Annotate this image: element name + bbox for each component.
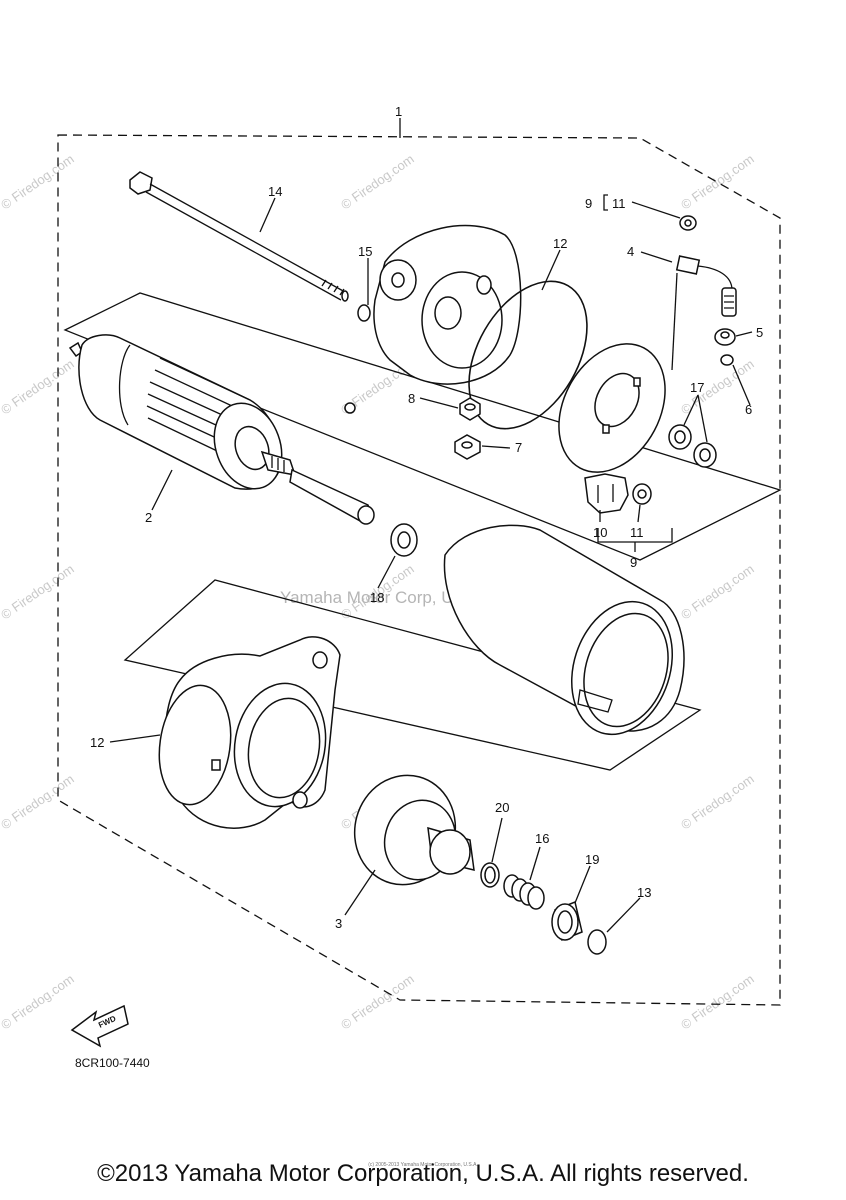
callout-11-top: 11 <box>612 196 626 211</box>
callout-9-top: 9 <box>585 196 592 211</box>
yoke-plane <box>123 579 702 771</box>
ring-20-hole <box>484 866 496 884</box>
watermark-text: © Firedog.com <box>0 356 77 417</box>
through-bolt <box>129 171 349 302</box>
yoke-housing <box>443 524 685 736</box>
watermark-text: © Firedog.com <box>678 561 757 622</box>
leader-lines <box>109 197 753 933</box>
copyright-notice: ©2013 Yamaha Motor Corporation, U.S.A. A… <box>97 1160 749 1187</box>
diagram-code: 8CR100-7440 <box>75 1056 150 1070</box>
fwd-arrow-icon: FWD <box>70 1004 129 1048</box>
washer-5-hole <box>720 331 730 339</box>
callout-20: 20 <box>495 800 509 815</box>
rear-cover <box>373 224 522 385</box>
callout-2: 2 <box>145 510 152 525</box>
washer-17b-hole <box>699 448 711 462</box>
callout-3: 3 <box>335 916 342 931</box>
washer-17a-hole <box>674 430 686 444</box>
callout-5: 5 <box>756 325 763 340</box>
armature <box>68 334 375 525</box>
armature-plane <box>63 292 782 561</box>
front-cover <box>158 636 341 829</box>
callout-11-bottom: 11 <box>630 525 644 540</box>
callout-18: 18 <box>370 590 384 605</box>
assembly-boundary <box>57 134 781 1006</box>
watermark-text: © Firedog.com <box>0 971 77 1032</box>
callout-9-bottom: 9 <box>630 555 637 570</box>
nut-7 <box>454 434 481 460</box>
center-watermark: Yamaha Motor Corp, U.S.A. <box>280 588 490 607</box>
tiny-notice: (c) 2005-2013 Yamaha Motor Corporation, … <box>368 1162 478 1168</box>
callout-6: 6 <box>745 402 752 417</box>
watermark-text: © Firedog.com <box>0 151 77 212</box>
callout-12-top: 12 <box>553 236 567 251</box>
o-ring-6 <box>720 354 734 366</box>
brush-holder <box>584 473 652 514</box>
callout-10: 10 <box>593 525 607 540</box>
washer-18-hole <box>397 531 411 549</box>
callout-14: 14 <box>268 184 282 199</box>
callout-12-bottom: 12 <box>90 735 104 750</box>
small-ring-plane <box>344 402 356 414</box>
callout-8: 8 <box>408 391 415 406</box>
collar-19 <box>551 900 583 942</box>
circlip-13 <box>587 929 607 955</box>
starter-clutch <box>353 774 475 886</box>
callout-19: 19 <box>585 852 599 867</box>
callout-4: 4 <box>627 244 634 259</box>
watermark-text: © Firedog.com <box>338 971 417 1032</box>
bracket-9-top <box>603 194 608 211</box>
callout-7: 7 <box>515 440 522 455</box>
watermark-text: © Firedog.com <box>0 561 77 622</box>
gasket-12-top <box>468 280 588 430</box>
callout-16: 16 <box>535 831 549 846</box>
brush-plate <box>558 343 666 473</box>
callouts: 1 14 15 12 9 11 4 5 6 17 8 7 2 10 11 9 1… <box>90 104 763 931</box>
watermark-text: © Firedog.com <box>678 971 757 1032</box>
spring-16 <box>503 874 545 910</box>
callout-13: 13 <box>637 885 651 900</box>
brush-spring-top <box>679 215 697 231</box>
callout-1: 1 <box>395 104 402 119</box>
nut-8 <box>459 397 481 421</box>
watermark-text: © Firedog.com <box>338 151 417 212</box>
watermark-text: © Firedog.com <box>678 771 757 832</box>
callout-15: 15 <box>358 244 372 259</box>
o-ring-15 <box>357 304 371 322</box>
watermark-text: © Firedog.com <box>678 151 757 212</box>
callout-17: 17 <box>690 380 704 395</box>
brush-lead <box>671 255 737 371</box>
watermark-text: © Firedog.com <box>0 771 77 832</box>
